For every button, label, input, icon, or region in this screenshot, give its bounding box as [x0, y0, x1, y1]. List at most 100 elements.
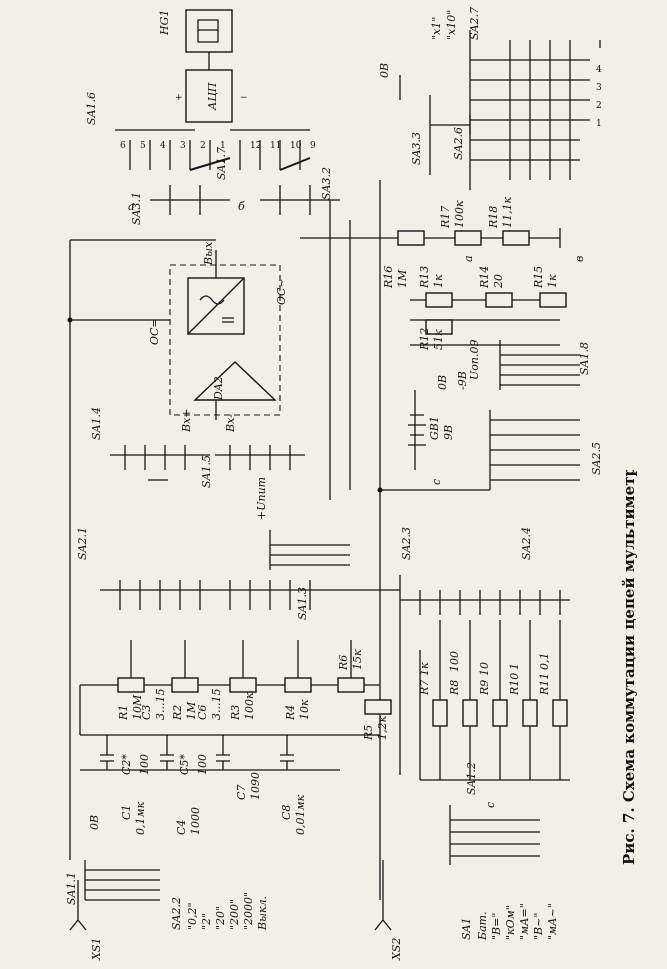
label-sa1: SA1 [460, 918, 473, 940]
label-sa1-8: SA1.8 [578, 342, 591, 375]
c2-value: 100 [138, 754, 151, 775]
label-sa1-4: SA1.4 [90, 407, 103, 440]
dc-feedback-label: ОС= [148, 318, 161, 345]
label-sa1-2: SA1.2 [465, 762, 478, 795]
switch-sa1-8: SA1.8 [499, 340, 591, 390]
sa1-mode-1: "В=" [490, 913, 503, 940]
hg1-label: HG1 [158, 10, 171, 36]
caption-text: Рис. 7. Схема коммутации цепей мультимет… [620, 470, 638, 865]
label-sa1-1: SA1.1 [65, 872, 78, 905]
gb1-zero: 0В [436, 375, 449, 390]
label-sa2-5: SA2.5 [590, 442, 603, 475]
c1-value: 0,1мк [134, 801, 147, 835]
switch-sa1-2: SA1.2 с [449, 762, 540, 865]
da2-in-plus: Вх+ [180, 408, 193, 433]
net-zero-left: 0В [88, 815, 101, 830]
opamp-da2-block: DA2 Вх+ Вх- Вых ОС~ ОС= [70, 239, 288, 433]
svg-text:9: 9 [310, 141, 316, 151]
supply-plus-label: +Uпит [255, 477, 268, 520]
r4-label: R4 [284, 705, 297, 721]
battery-gb1-block: GB1 9В -9В 0В SA2.5 с [408, 371, 603, 490]
r11-label: R11 [538, 673, 551, 696]
label-sa2-6: SA2.6 [452, 127, 465, 160]
r18-label: R18 [487, 206, 500, 229]
svg-text:10: 10 [290, 141, 302, 151]
r11-value: 0,1 [538, 653, 551, 671]
display-block: HG1 АЦП + − [158, 9, 248, 123]
r6-value: 15к [351, 649, 364, 670]
c8-label: C8 [280, 805, 293, 820]
net-v-right: в [573, 256, 586, 262]
label-sa1-5: SA1.5 [200, 455, 213, 488]
svg-text:−: − [240, 93, 248, 103]
sa3-tap-3: 3 [596, 83, 602, 93]
r14-value: 20 [492, 274, 505, 289]
net-a-right: а [462, 255, 475, 262]
r4-value: 10к [298, 699, 311, 720]
r5-label: R5 [362, 725, 375, 741]
c1-label: C1 [120, 805, 133, 820]
label-sa2-1: SA2.1 [76, 527, 89, 560]
r2-label: R2 [171, 705, 184, 721]
r5-value: 1,2к [376, 716, 389, 740]
sa1-mode-2: "кОм" [504, 905, 517, 940]
sa1-mode-0: Бат. [476, 911, 489, 941]
sa3-tap-2: 2 [596, 101, 602, 111]
switch-sa2-1-sa1-3: SA2.1 SA1.3 [76, 527, 400, 620]
c7-label: C7 [235, 785, 248, 800]
r9-label: R9 [478, 680, 491, 696]
net-c-right: с [430, 479, 443, 485]
r16-value: 1М [396, 269, 409, 288]
sa3-tap-1: 1 [596, 119, 602, 129]
sa2-mode-3: "200" [228, 899, 241, 930]
label-sa3-mode-x1: "х1" [430, 17, 443, 40]
ac-feedback-label: ОС~ [275, 278, 288, 305]
sa1-mode-4: "В~" [532, 913, 545, 940]
r3-label: R3 [229, 705, 242, 721]
divider-r1-r6: R1 10М R2 1М R3 100к R4 10к R6 15к R5 1,… [79, 640, 392, 741]
r8-label: R8 [448, 680, 461, 696]
label-sa3-1: SA3.1 [130, 192, 143, 225]
r1-label: R1 [117, 705, 130, 721]
c6-value: 3...15 [210, 689, 223, 721]
svg-text:6: 6 [120, 141, 126, 151]
r13-value: 1к [432, 274, 445, 288]
sa2-mode-1: "2" [200, 913, 213, 930]
svg-text:2: 2 [200, 141, 206, 151]
r2-value: 1М [185, 701, 198, 720]
r3-value: 100к [243, 692, 256, 720]
r6-label: R6 [337, 655, 350, 671]
adc-label: АЦП [206, 82, 219, 111]
r10-value: 1 [508, 663, 521, 670]
c4-value: 1000 [189, 807, 202, 835]
sa2-mode-4: "2000" [242, 892, 255, 930]
r12-label: R12 [418, 328, 431, 351]
xs2-label: XS2 [390, 938, 403, 961]
r15-label: R15 [532, 266, 545, 289]
label-sa1-6: SA1.6 [85, 92, 98, 125]
r12-value: 51к [432, 329, 445, 350]
uref-label: Uоп.09 [468, 340, 481, 380]
sa2-mode-0: "0,2" [186, 902, 199, 930]
shunt-resistors-r7-r11: R7 1к R8 100 R9 10 R10 1 R11 0,1 [418, 620, 570, 781]
r9-value: 10 [478, 662, 491, 676]
svg-text:3: 3 [180, 141, 186, 151]
switch-sa2-6-sa2-7: SA2.7 SA2.6 "х1" "х10" 1 2 3 4 [430, 7, 602, 190]
c3-label: C3 [140, 705, 153, 720]
r14-label: R14 [478, 266, 491, 289]
r15-value: 1к [546, 274, 559, 288]
label-sa1-7: SA1.7 [215, 147, 228, 180]
r8-value: 100 [448, 651, 461, 672]
c6-label: C6 [196, 705, 209, 720]
label-sa3-mode-x10: "х10" [445, 10, 458, 40]
r18-value: 11,1к [501, 197, 514, 228]
sa3-tap-4: 4 [596, 65, 602, 75]
label-sa3-3: SA3.3 [410, 132, 423, 165]
svg-text:1: 1 [220, 141, 226, 151]
da2-in-minus: Вх- [224, 414, 237, 433]
switch-sa2-3-sa2-4: SA2.3 SA2.4 [399, 527, 570, 775]
net-zero-top: 0В [378, 63, 391, 78]
resistor-block-r12-r15: R13 1к R14 20 R15 1к R12 51к а в Uоп.09 [410, 255, 586, 380]
r17-label: R17 [439, 206, 452, 229]
